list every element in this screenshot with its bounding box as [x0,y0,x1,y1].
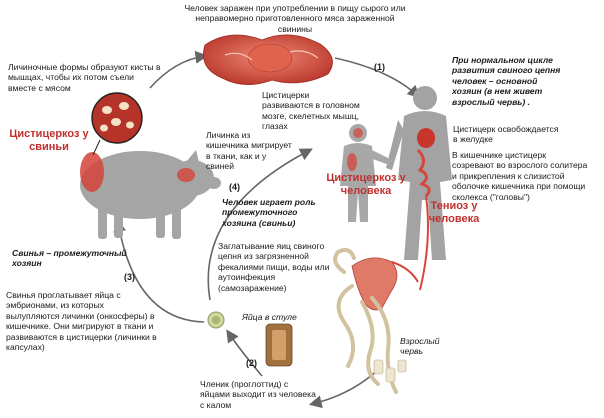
pig-muscle-highlight [80,152,195,192]
pig-cysticercosis-heading: Цистицеркоз у свиньи [9,128,89,153]
segment-release-note: Членик (проглоттид) с яйцами выходит из … [200,379,316,410]
human-cysticercosis-heading: Цистицеркоз у человека [326,172,406,197]
egg-image [207,311,225,329]
cysticerci-develop-note: Цистицерки развиваются в головном мозге,… [262,90,360,132]
adult-worm-label: Взрослый червь [400,336,440,357]
step-3-label: (3) [124,272,135,282]
raw-pork-image [203,34,333,85]
normal-cycle-note: При нормальном цикле развития свиного це… [452,55,561,107]
pig-silhouette [80,150,221,239]
eggs-in-stool-label: Яйца в стуле [242,312,297,322]
intestine-cysticercus-note: В кишечнике цистицерк созревают во взрос… [452,150,588,202]
top-caption: Человек заражен при употреблении в пищу … [184,3,406,34]
proglottid-segments [373,359,407,383]
stool-segment-image [265,323,293,367]
arrow-egg-to-pig [113,218,205,323]
larval-forms-note: Личиночные формы образуют кисты в мышцах… [8,62,161,93]
teniasis-heading: Тениоз у человека [428,200,480,225]
egg-ingestion-note: Заглатывание яиц свиного цепня из загряз… [218,241,330,293]
pig-intermediate-note: Свинья – промежуточный хозяин [12,248,127,269]
step-1-label: (1) [374,62,385,72]
digestive-tract-highlight [416,128,435,291]
intestine-image [351,257,419,311]
child-infection-highlight [347,128,363,171]
arrow-egg-to-child [207,148,313,301]
step-4-label: (4) [229,182,240,192]
arrow-meat-to-human [334,57,421,99]
pig-swallows-note: Свинья проглатывает яйца с эмбрионами, и… [6,290,157,353]
larva-migrates-note: Личинка из кишечника мигрирует в ткани, … [206,130,292,172]
muscle-cyst-magnifier [91,92,143,156]
step-2-label: (2) [246,358,257,368]
arrow-segment-to-egg [226,329,263,377]
arrow-pig-to-meat [149,50,209,89]
cysticercus-released-note: Цистицерк освобождается в желудке [453,124,559,145]
human-intermediate-note: Человек играет роль промежуточного хозяи… [222,197,316,228]
